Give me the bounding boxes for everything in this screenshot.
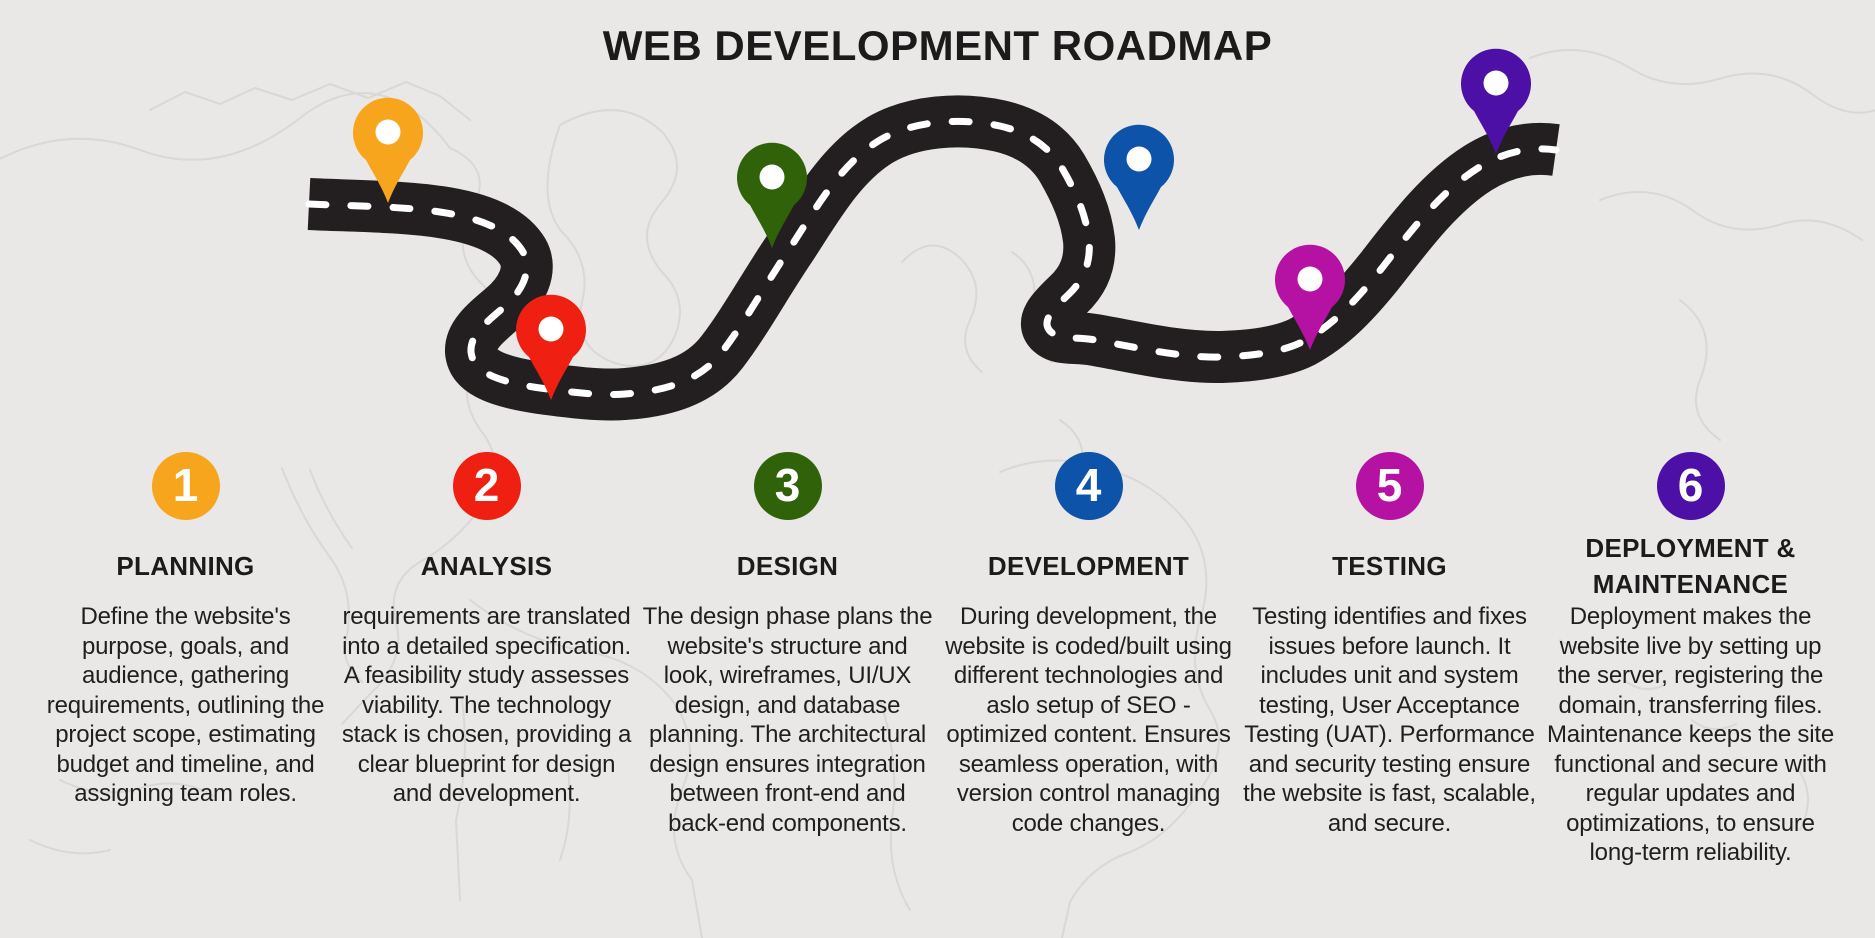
step-number: 2 [473,459,500,511]
step-number: 1 [172,459,199,511]
map-pin-development [1104,124,1174,230]
map-pin-deployment [1461,48,1531,154]
step-development: 4 DEVELOPMENT During development, the we… [938,452,1239,868]
road [305,95,1560,421]
road-center-line [305,117,1560,399]
pin-hole [1483,70,1509,96]
map-pin-analysis [516,294,586,400]
step-title: DESIGN [736,551,839,581]
page-title: WEB DEVELOPMENT ROADMAP [602,22,1273,69]
step-number-badge: 4 [1054,452,1123,520]
step-number-badge: 5 [1355,452,1424,520]
step-description: requirements are translated into a detai… [341,603,632,807]
step-description: Define the website's purpose, goals, and… [46,603,325,807]
world-map-outlines [0,49,1875,938]
map-pin-testing [1275,244,1345,350]
step-title: ANALYSIS [420,551,553,581]
step-number: 3 [774,459,801,511]
step-title: DEPLOYMENT & MAINTENANCE [1585,533,1796,599]
step-design: 3 DESIGN The design phase plans the webs… [637,452,938,868]
step-testing: 5 TESTING Testing identifies and fixes i… [1239,452,1540,868]
map-pin-design [737,142,807,248]
pin-hole [375,119,401,145]
step-number: 6 [1677,459,1704,511]
pin-hole [1297,266,1323,292]
step-deployment-maintenance: 6 DEPLOYMENT & MAINTENANCE Deployment ma… [1540,452,1841,868]
step-title: PLANNING [116,551,255,581]
step-planning: 1 PLANNING Define the website's purpose,… [35,452,336,868]
map-pin-planning [353,97,423,203]
step-number-badge: 3 [753,452,822,520]
step-description: During development, the website is coded… [945,603,1232,837]
step-description: Deployment makes the website live by set… [1547,603,1834,866]
step-number: 5 [1376,459,1403,511]
step-analysis: 2 ANALYSIS requirements are translated i… [336,452,637,868]
step-description: Testing identifies and fixes issues befo… [1243,603,1536,837]
steps-row: 1 PLANNING Define the website's purpose,… [35,452,1841,868]
step-number-badge: 6 [1656,452,1725,520]
pin-hole [538,316,564,342]
step-title: DEVELOPMENT [987,551,1190,581]
step-number: 4 [1075,459,1102,511]
pin-hole [1126,146,1152,172]
step-description: The design phase plans the website's str… [642,603,933,837]
step-number-badge: 2 [452,452,521,520]
step-title: TESTING [1332,551,1447,581]
step-number-badge: 1 [151,452,220,520]
pin-hole [759,164,785,190]
road-surface [307,95,1560,421]
